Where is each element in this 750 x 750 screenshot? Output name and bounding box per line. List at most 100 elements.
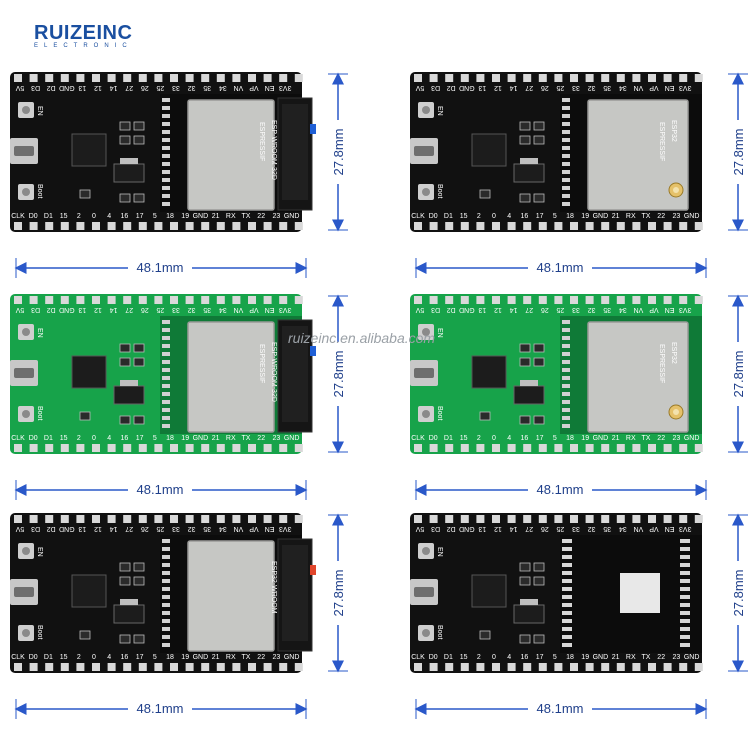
module-pad [162,320,170,324]
top-pin-label: EN [265,84,275,91]
top-pin [476,515,485,523]
boot-button-cap [422,410,430,418]
bottom-pin-label: 5 [553,213,557,220]
top-pin [201,74,210,82]
bottom-pin-label: 23 [673,435,681,442]
width-label-bg [128,480,192,498]
top-pin-label: 26 [541,306,549,313]
width-label-bg [528,258,592,276]
top-pin-label: 26 [541,84,549,91]
smd-part [519,415,531,425]
smd-part [519,343,531,353]
bottom-pin [632,222,641,230]
module-pad [562,154,570,158]
top-pin [492,515,500,523]
top-pin-label: D2 [47,84,56,91]
top-pin-label: 5V [15,306,24,313]
top-pin-label: 12 [494,84,502,91]
top-pin [538,74,547,82]
bottom-pin [616,663,625,671]
bottom-pin-label: D0 [429,213,438,220]
top-pin-label: VN [634,306,644,313]
bottom-pin [294,222,303,230]
top-pin [414,515,422,523]
smd-part [133,562,145,572]
bottom-pin-label: 17 [136,654,144,661]
bottom-pin-label: 15 [460,213,468,220]
footprint-pad-right [680,619,690,623]
top-pin [648,515,656,523]
module-pad [162,424,170,428]
top-pin-label: EN [265,525,275,532]
footprint-pad-left [562,603,572,607]
height-label-bg [729,342,747,406]
smd-part [119,343,131,353]
bottom-pin-label: 21 [212,213,220,220]
top-pin-label: 33 [172,525,180,532]
top-pin [14,296,22,304]
bottom-pin [648,663,656,671]
top-pin-label: GND [459,525,475,532]
top-pin-label: 13 [78,525,86,532]
top-pin [279,296,288,304]
bottom-pin [60,663,69,671]
smd-part [533,415,545,425]
footprint-pad-right [680,547,690,551]
module-label: ESP32 [670,120,677,142]
top-pin-label: 35 [603,306,611,313]
top-pin-label: 34 [219,306,227,313]
usb-opening [414,368,434,378]
bottom-pin-label: 21 [212,435,220,442]
module-pad [162,595,170,599]
bottom-pin-label: 18 [566,654,574,661]
boot-button-cap [422,188,430,196]
en-button-label: EN [36,547,43,557]
bottom-pin-label: D0 [29,213,38,220]
bottom-pin-label: 16 [521,654,529,661]
top-pin-label: 35 [603,525,611,532]
top-pin-label: 25 [156,306,164,313]
module-pad [162,122,170,126]
bottom-pin [601,663,610,671]
top-pin-label: 3V3 [679,525,692,532]
bottom-pin [216,222,225,230]
top-pin [60,296,69,304]
top-pin-label: D3 [31,306,40,313]
footprint-pad-right [680,579,690,583]
top-pin [185,296,194,304]
top-pin-label: GND [459,84,475,91]
module-pad [562,368,570,372]
bottom-pin [138,222,147,230]
bottom-pin [538,444,547,452]
top-pin-label: 33 [572,525,580,532]
bottom-pin [170,222,178,230]
footprint-pad-right [680,603,690,607]
top-pin [232,74,241,82]
module-pad [562,194,570,198]
smd-part [533,357,545,367]
smd-part [119,135,131,145]
module-pad [562,146,570,150]
bottom-pin [92,222,100,230]
bottom-pin-label: 5 [153,654,157,661]
bottom-pin [29,444,38,452]
bottom-pin [585,663,594,671]
top-pin [679,296,688,304]
top-pin-label: 32 [188,84,196,91]
module-shield [587,99,689,211]
smd-part [79,189,91,199]
top-pin-label: D2 [47,525,56,532]
bottom-pin [554,222,563,230]
top-pin-label: 3V3 [279,306,292,313]
bottom-pin [460,444,469,452]
top-pin-label: D2 [447,306,456,313]
smd-part [479,630,491,640]
smd-part [119,357,131,367]
module-pad [562,202,570,206]
bottom-pin [429,222,438,230]
boot-button-cap [22,410,30,418]
bottom-pin [216,444,225,452]
module-pad [562,424,570,428]
